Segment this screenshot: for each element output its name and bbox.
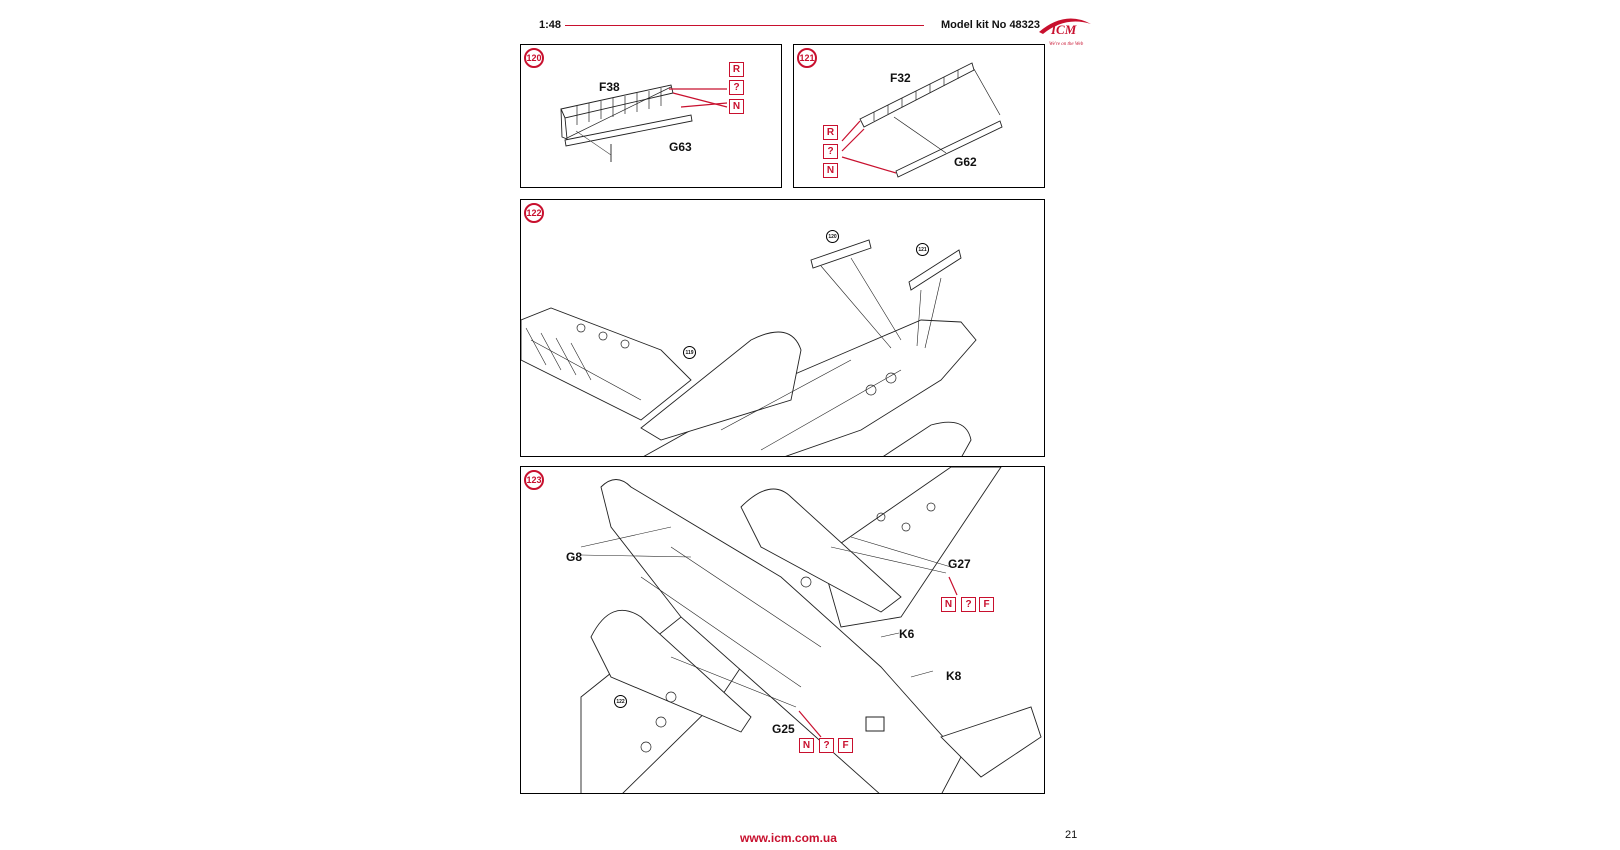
kit-number: Model kit No 48323 xyxy=(941,19,1041,31)
ref-step-119: 119 xyxy=(683,346,696,359)
badge-r: R xyxy=(729,62,744,77)
step-number: 120 xyxy=(524,48,544,68)
badge-r: R xyxy=(823,125,838,140)
badge-n: N xyxy=(799,738,814,753)
badge-question: ? xyxy=(729,80,744,95)
icm-logo: ICM We're on the Web xyxy=(1035,14,1095,48)
badge-f: F xyxy=(838,738,853,753)
badge-n: N xyxy=(729,99,744,114)
step-number: 121 xyxy=(797,48,817,68)
part-label-f32: F32 xyxy=(890,71,911,85)
step-120-drawing xyxy=(560,84,728,162)
badge-question: ? xyxy=(823,144,838,159)
step-121-drawing xyxy=(841,62,1003,178)
part-label-g63: G63 xyxy=(669,140,692,154)
footer-url: www.icm.com.ua xyxy=(740,831,837,845)
step-122-drawing xyxy=(521,239,977,456)
page-number: 21 xyxy=(1065,829,1078,841)
ref-step-122: 122 xyxy=(614,695,627,708)
part-label-g62: G62 xyxy=(954,155,977,169)
step-number: 122 xyxy=(524,203,544,223)
ref-step-121: 121 xyxy=(916,243,929,256)
part-label-k6: K6 xyxy=(899,627,915,641)
badge-question: ? xyxy=(961,597,976,612)
part-label-k8: K8 xyxy=(946,669,962,683)
logo-tagline: We're on the Web xyxy=(1049,42,1084,47)
badge-n: N xyxy=(941,597,956,612)
step-121-panel: 121 F32 G62 R ? N xyxy=(793,44,1045,188)
step-122-panel: 122 xyxy=(520,199,1045,457)
badge-n: N xyxy=(823,163,838,178)
badge-f: F xyxy=(979,597,994,612)
part-label-f38: F38 xyxy=(599,80,620,94)
step-number: 123 xyxy=(524,470,544,490)
step-123-panel: 123 xyxy=(520,466,1045,794)
instruction-page: 1:48 Model kit No 48323 ICM We're on the… xyxy=(520,14,1091,845)
ref-step-120: 120 xyxy=(826,230,839,243)
step-120-panel: 120 F38 G xyxy=(520,44,782,188)
part-label-g27: G27 xyxy=(948,557,971,571)
part-label-g8: G8 xyxy=(566,550,583,564)
header-rule xyxy=(565,25,924,26)
step-123-drawing xyxy=(580,467,1042,793)
part-label-g25: G25 xyxy=(772,722,795,736)
logo-text: ICM xyxy=(1050,22,1077,37)
scale-label: 1:48 xyxy=(539,19,562,31)
badge-question: ? xyxy=(819,738,834,753)
